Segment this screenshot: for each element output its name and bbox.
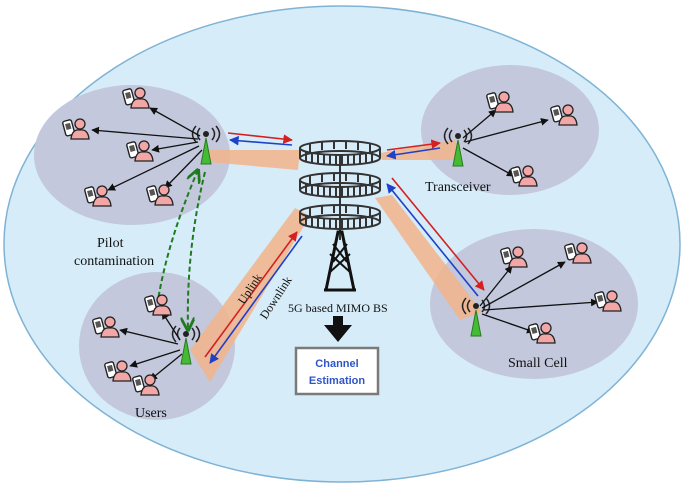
mimo-bs-icon <box>299 140 381 292</box>
beam-top-right <box>380 140 462 160</box>
pilot-contamination-links <box>157 170 206 330</box>
users-label: Users <box>135 406 167 421</box>
link-arrows <box>204 132 485 364</box>
channel-label-line1: Channel <box>315 358 358 370</box>
beam-top-left <box>205 150 300 170</box>
cell-bottom-right <box>430 229 638 379</box>
bs-label: 5G based MIMO BS <box>288 301 388 315</box>
user-links <box>91 107 599 381</box>
cell-bottom-left <box>79 272 235 420</box>
channel-estimation-box <box>294 346 380 396</box>
channel-label-line2: Estimation <box>309 375 366 387</box>
beam-bottom-right <box>375 195 482 320</box>
transceiver-label: Transceiver <box>425 180 491 195</box>
pilot-label-line2: contamination <box>74 254 154 269</box>
pilot-label-line1: Pilot <box>97 236 124 251</box>
down-arrow-icon <box>324 316 352 342</box>
small-cell-label: Small Cell <box>508 356 568 371</box>
